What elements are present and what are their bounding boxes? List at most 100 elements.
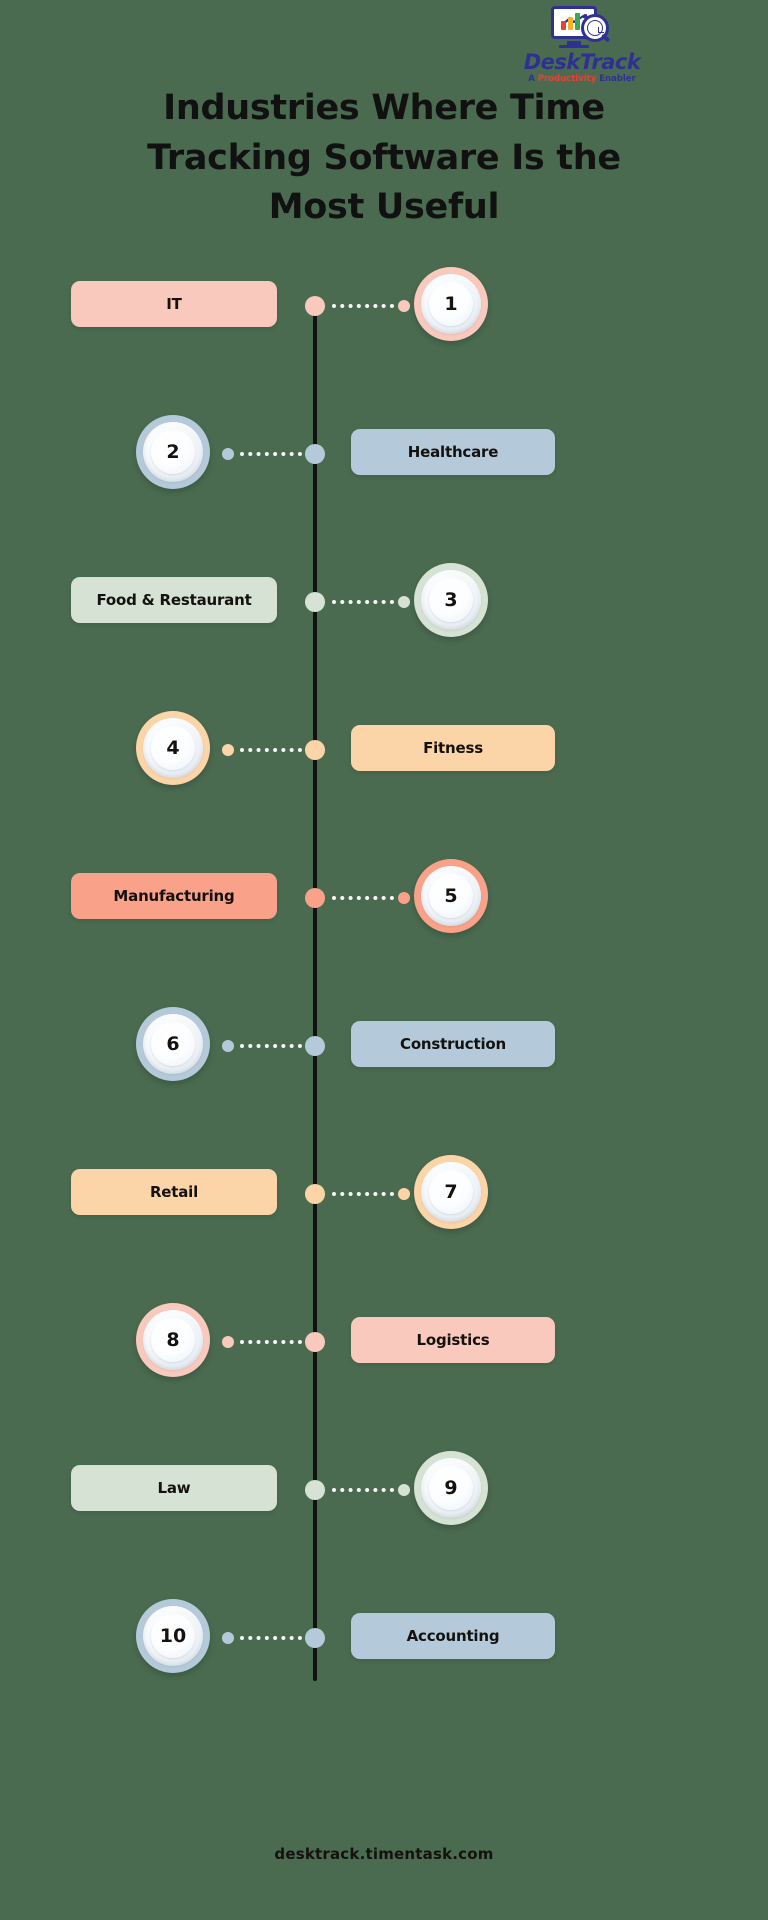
industry-label-construction[interactable]: Construction: [351, 1021, 555, 1067]
badge-number: 1: [429, 282, 473, 326]
badge-number: 6: [151, 1022, 195, 1066]
timeline-connector-dashes: [240, 1044, 302, 1048]
page-title-line-2: Tracking Software Is the: [147, 137, 621, 178]
footer-url: desktrack.timentask.com: [274, 1845, 494, 1863]
timeline-row: IT 1: [0, 267, 768, 352]
industry-label-food-restaurant[interactable]: Food & Restaurant: [71, 577, 277, 623]
timeline-connector-tip-dot: [222, 1336, 234, 1348]
badge-inner-ring: 3: [421, 570, 481, 630]
badge-inner-ring: 7: [421, 1162, 481, 1222]
page-title: Industries Where Time Tracking Software …: [54, 84, 714, 233]
timeline-row: Law 9: [0, 1451, 768, 1536]
timeline-connector-tip-dot: [398, 1484, 410, 1496]
bar-yellow-icon: [568, 17, 573, 30]
badge-inner-ring: 8: [143, 1310, 203, 1370]
timeline-connector-dashes: [240, 452, 302, 456]
timeline-node-dot: [305, 1036, 325, 1056]
step-number-badge-1[interactable]: 1: [414, 267, 488, 341]
timeline-node-dot: [305, 1332, 325, 1352]
industry-label-healthcare[interactable]: Healthcare: [351, 429, 555, 475]
timeline-connector-dashes: [332, 1488, 394, 1492]
timeline-connector-dashes: [332, 304, 394, 308]
timeline-connector-tip-dot: [398, 300, 410, 312]
timeline-connector-tip-dot: [398, 892, 410, 904]
industry-label-retail[interactable]: Retail: [71, 1169, 277, 1215]
step-number-badge-10[interactable]: 10: [136, 1599, 210, 1673]
badge-inner-ring: 10: [143, 1606, 203, 1666]
tagline-productivity: Productivity: [537, 74, 597, 84]
timeline-node-dot: [305, 296, 325, 316]
timeline-node-dot: [305, 740, 325, 760]
tagline-enabler: Enabler: [596, 74, 636, 84]
badge-inner-ring: 9: [421, 1458, 481, 1518]
timeline-connector-tip-dot: [222, 448, 234, 460]
badge-inner-ring: 5: [421, 866, 481, 926]
step-number-badge-7[interactable]: 7: [414, 1155, 488, 1229]
industry-label-fitness[interactable]: Fitness: [351, 725, 555, 771]
timeline-row: Manufacturing 5: [0, 859, 768, 944]
step-number-badge-2[interactable]: 2: [136, 415, 210, 489]
timeline-node-dot: [305, 444, 325, 464]
step-number-badge-6[interactable]: 6: [136, 1007, 210, 1081]
badge-inner-ring: 4: [143, 718, 203, 778]
industry-label-accounting[interactable]: Accounting: [351, 1613, 555, 1659]
industry-label-manufacturing[interactable]: Manufacturing: [71, 873, 277, 919]
timeline-node-dot: [305, 888, 325, 908]
timeline-connector-tip-dot: [222, 744, 234, 756]
industry-label-logistics[interactable]: Logistics: [351, 1317, 555, 1363]
monitor-chart-magnifier-clock-icon: [551, 6, 613, 50]
timeline-row: Accounting 10: [0, 1599, 768, 1684]
timeline-node-dot: [305, 592, 325, 612]
badge-inner-ring: 6: [143, 1014, 203, 1074]
step-number-badge-5[interactable]: 5: [414, 859, 488, 933]
timeline-row: Fitness 4: [0, 711, 768, 796]
badge-number: 7: [429, 1170, 473, 1214]
badge-number: 2: [151, 430, 195, 474]
monitor-stand-icon: [567, 41, 581, 45]
timeline-connector-tip-dot: [222, 1632, 234, 1644]
timeline-connector-tip-dot: [398, 596, 410, 608]
badge-inner-ring: 1: [421, 274, 481, 334]
step-number-badge-9[interactable]: 9: [414, 1451, 488, 1525]
timeline-connector-dashes: [332, 600, 394, 604]
timeline-node-dot: [305, 1628, 325, 1648]
magnifier-handle-icon: [600, 33, 611, 43]
magnifier-clock-icon: [581, 14, 609, 42]
industry-label-it[interactable]: IT: [71, 281, 277, 327]
bar-green-icon: [575, 13, 580, 30]
step-number-badge-3[interactable]: 3: [414, 563, 488, 637]
timeline-connector-dashes: [332, 1192, 394, 1196]
timeline-connector-dashes: [240, 748, 302, 752]
step-number-badge-8[interactable]: 8: [136, 1303, 210, 1377]
clock-face-icon: [587, 20, 604, 36]
timeline-connector-dashes: [240, 1340, 302, 1344]
badge-number: 8: [151, 1318, 195, 1362]
step-number-badge-4[interactable]: 4: [136, 711, 210, 785]
clock-hand-hour-icon: [598, 27, 599, 33]
badge-number: 9: [429, 1466, 473, 1510]
timeline-connector-tip-dot: [222, 1040, 234, 1052]
badge-number: 5: [429, 874, 473, 918]
badge-number: 4: [151, 726, 195, 770]
timeline-row: Logistics 8: [0, 1303, 768, 1388]
timeline-row: Healthcare 2: [0, 415, 768, 500]
timeline-connector-dashes: [332, 896, 394, 900]
page-title-line-3: Most Useful: [268, 187, 500, 228]
page-title-line-1: Industries Where Time: [163, 88, 605, 128]
badge-inner-ring: 2: [143, 422, 203, 482]
brand-logo: DeskTrack A Productivity Enabler: [0, 6, 768, 92]
clock-hand-minute-icon: [598, 32, 604, 33]
timeline-connector-tip-dot: [398, 1188, 410, 1200]
timeline-connector-dashes: [240, 1636, 302, 1640]
brand-word-desk: Desk: [523, 50, 581, 74]
industry-label-law[interactable]: Law: [71, 1465, 277, 1511]
timeline-row: Construction 6: [0, 1007, 768, 1092]
brand-tagline: A Productivity Enabler: [516, 74, 648, 85]
brand-word-track: Track: [579, 50, 641, 74]
timeline-row: Food & Restaurant 3: [0, 563, 768, 648]
timeline-node-dot: [305, 1184, 325, 1204]
badge-number: 10: [151, 1614, 195, 1658]
bar-red-icon: [561, 21, 566, 30]
brand-wordmark: DeskTrack: [516, 52, 648, 73]
